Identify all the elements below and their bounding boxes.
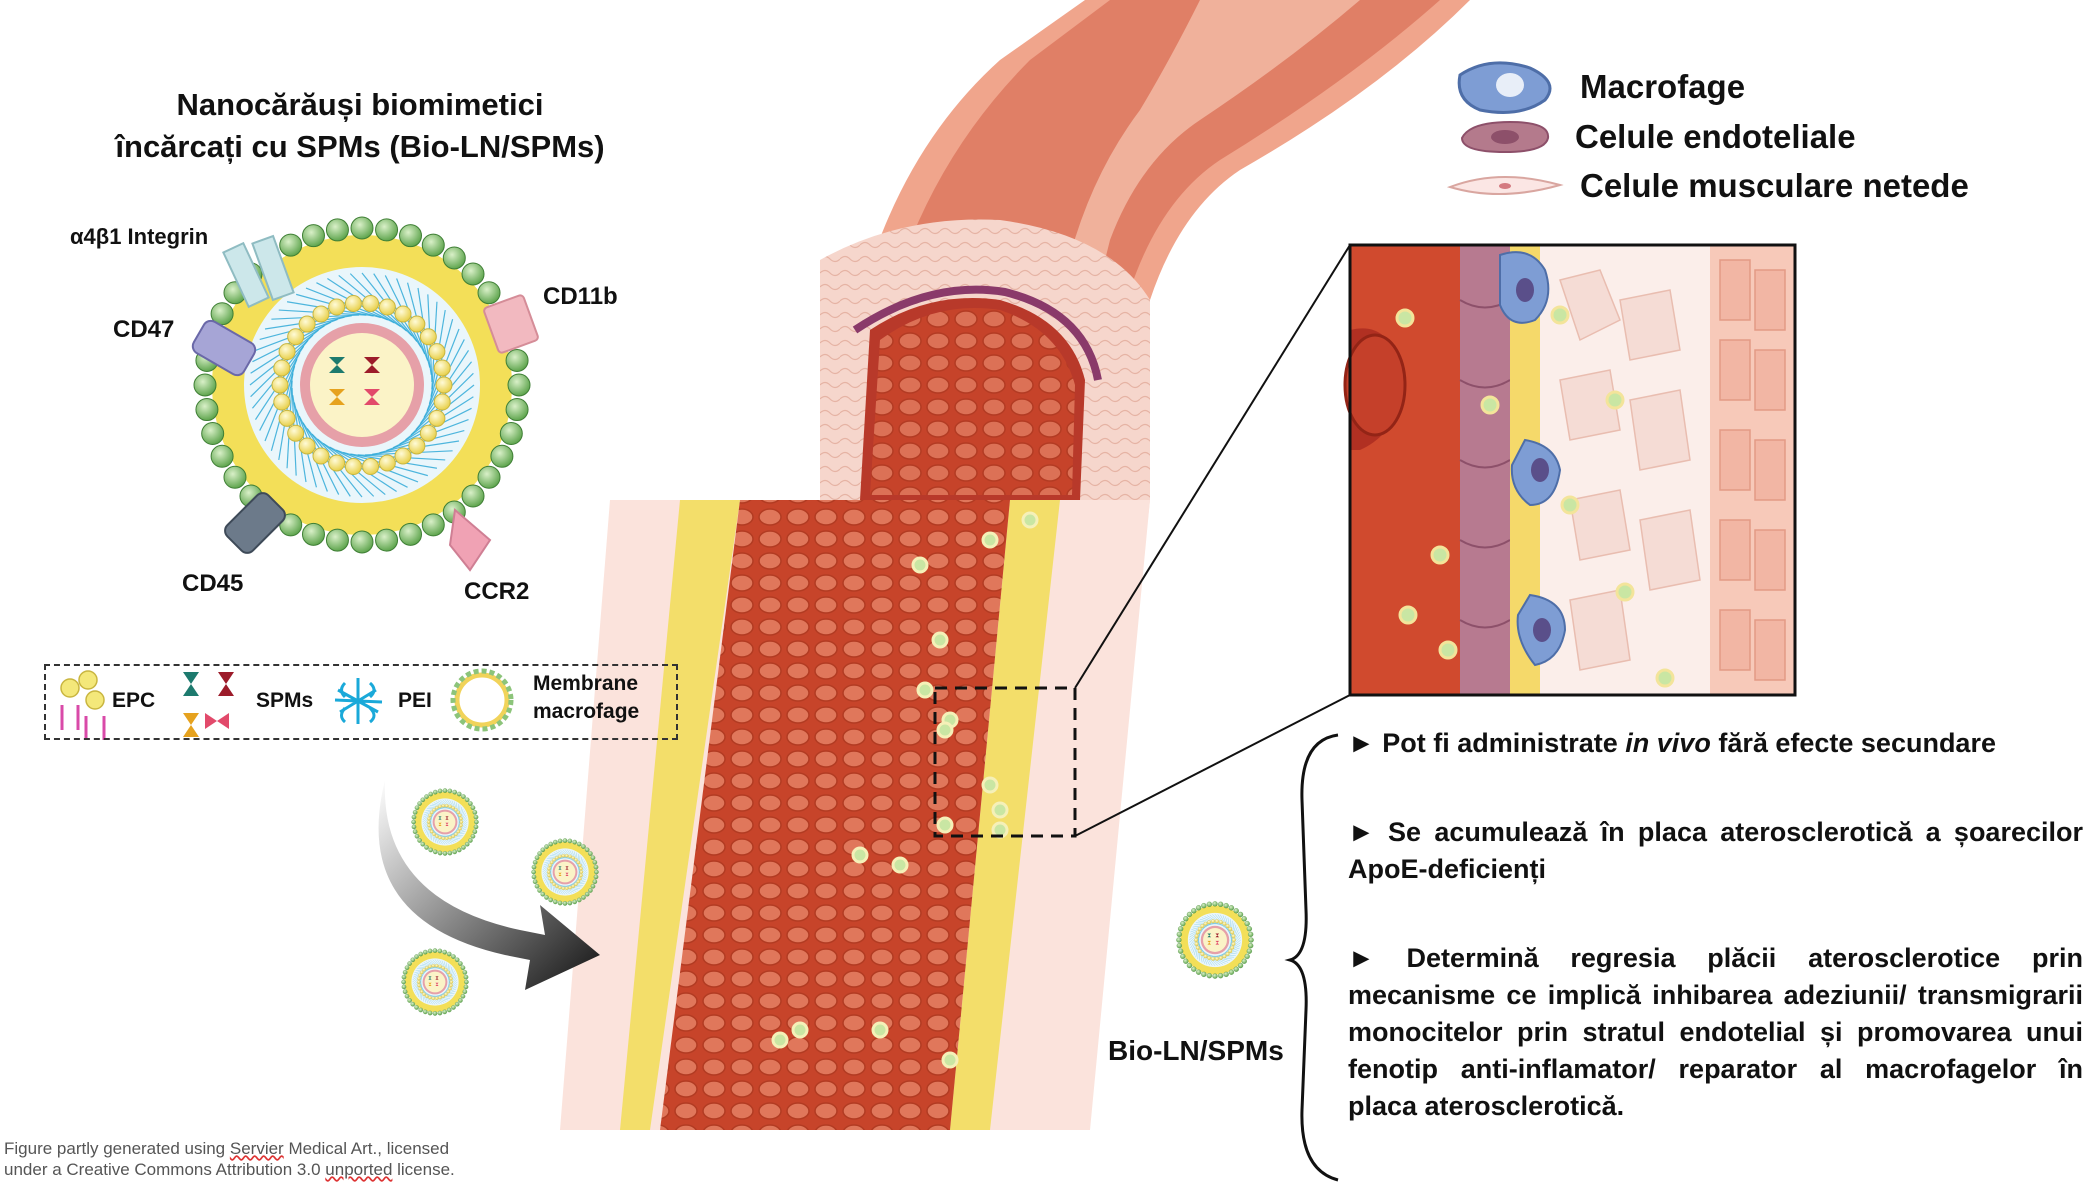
credit-unported: unported (325, 1160, 393, 1179)
smooth-muscle-legend-label: Celule musculare netede (1580, 167, 1969, 204)
macrophage-legend-label: Macrofage (1580, 68, 1746, 105)
delivery-arrow (378, 780, 600, 990)
lumen-particles (771, 511, 1039, 1069)
small-nanoparticles (401, 788, 1254, 1016)
zoom-line-top (1074, 244, 1351, 689)
zoom-line-bottom (1074, 694, 1351, 837)
title-line-1: Nanocărăuși biomimetici (176, 87, 544, 122)
bullet-arrow-icon: ► (1348, 817, 1375, 847)
cd47-receptor-icon (191, 319, 257, 377)
legend-epc-label: EPC (112, 689, 156, 712)
bullet-3: ► Determină regresia plăcii aterosclerot… (1348, 940, 2083, 1125)
legend-membrane-line1: Membrane (533, 672, 639, 695)
mini-nanoparticle (531, 838, 599, 906)
cd11b-receptor-icon (483, 294, 539, 354)
endothelial-legend-label: Celule endoteliale (1575, 118, 1856, 155)
bullet-1-emphasis: in vivo (1625, 728, 1711, 758)
component-legend (44, 664, 678, 740)
credit-text: Medical Art., licensed (283, 1139, 450, 1158)
nanoparticle-diagram (193, 216, 531, 554)
zoom-inset (1343, 243, 1797, 697)
cd11b-label: CD11b (543, 283, 618, 310)
mini-nanoparticle (411, 788, 479, 856)
credit-text: under a Creative Commons Attribution 3.0 (4, 1160, 326, 1179)
mini-nanoparticle (1176, 901, 1254, 979)
bullet-arrow-icon: ► (1348, 943, 1375, 973)
bullet-3-text: Determină regresia plăcii aterosclerotic… (1348, 943, 2083, 1121)
bullet-1: ► Pot fi administrate in vivo fără efect… (1348, 725, 2083, 762)
bullet-2: ► Se acumulează în placa aterosclerotică… (1348, 814, 2083, 888)
integrin-label: α4β1 Integrin (70, 224, 209, 249)
credit-servier: Servier (229, 1139, 284, 1158)
credit-line-2: under a Creative Commons Attribution 3.0… (4, 1159, 455, 1180)
endothelial-cell-icon (1460, 120, 1550, 154)
macrophage-membrane-icon (450, 668, 514, 732)
macrophage-icon (1457, 61, 1552, 114)
pei-icon (334, 678, 383, 724)
credit-line-1: Figure partly generated using Servier Me… (4, 1138, 455, 1159)
figure-title: Nanocărăuși biomimetici încărcați cu SPM… (60, 84, 660, 168)
bullet-1-text-b: fără efecte secundare (1710, 728, 1996, 758)
legend-membrane-line2: macrofage (533, 700, 640, 723)
spms-icon (183, 672, 234, 737)
credit-text: Figure partly generated using (4, 1139, 230, 1158)
bullet-2-text: Se acumulează în placa aterosclerotică a… (1348, 817, 2083, 884)
receptors (191, 234, 539, 572)
bullet-brace (1284, 733, 1339, 1182)
integrin-receptor-icon (222, 234, 295, 309)
bio-ln-spms-label: Bio-LN/SPMs (1108, 1035, 1284, 1066)
cd47-label: CD47 (113, 316, 175, 343)
title-line-2: încărcați cu SPMs (Bio-LN/SPMs) (115, 129, 605, 164)
smooth-muscle-cell-icon (1446, 175, 1564, 196)
ccr2-receptor-icon (448, 508, 492, 572)
bullet-1-text-a: Pot fi administrate (1382, 728, 1626, 758)
cd45-label: CD45 (182, 570, 244, 597)
legend-spms-label: SPMs (256, 689, 314, 712)
bullet-list: ► Pot fi administrate in vivo fără efect… (1348, 725, 2083, 1177)
figure-credit: Figure partly generated using Servier Me… (4, 1138, 455, 1180)
ccr2-label: CCR2 (464, 578, 530, 605)
legend-membrane-label: Membrane macrofage (533, 670, 639, 726)
zoom-region (933, 686, 1077, 838)
legend-pei-label: PEI (398, 689, 432, 712)
credit-text: license. (392, 1160, 455, 1179)
epc-icon (60, 670, 106, 740)
cd45-receptor-icon (224, 492, 286, 554)
bullet-arrow-icon: ► (1348, 728, 1375, 758)
mini-nanoparticle (401, 948, 469, 1016)
